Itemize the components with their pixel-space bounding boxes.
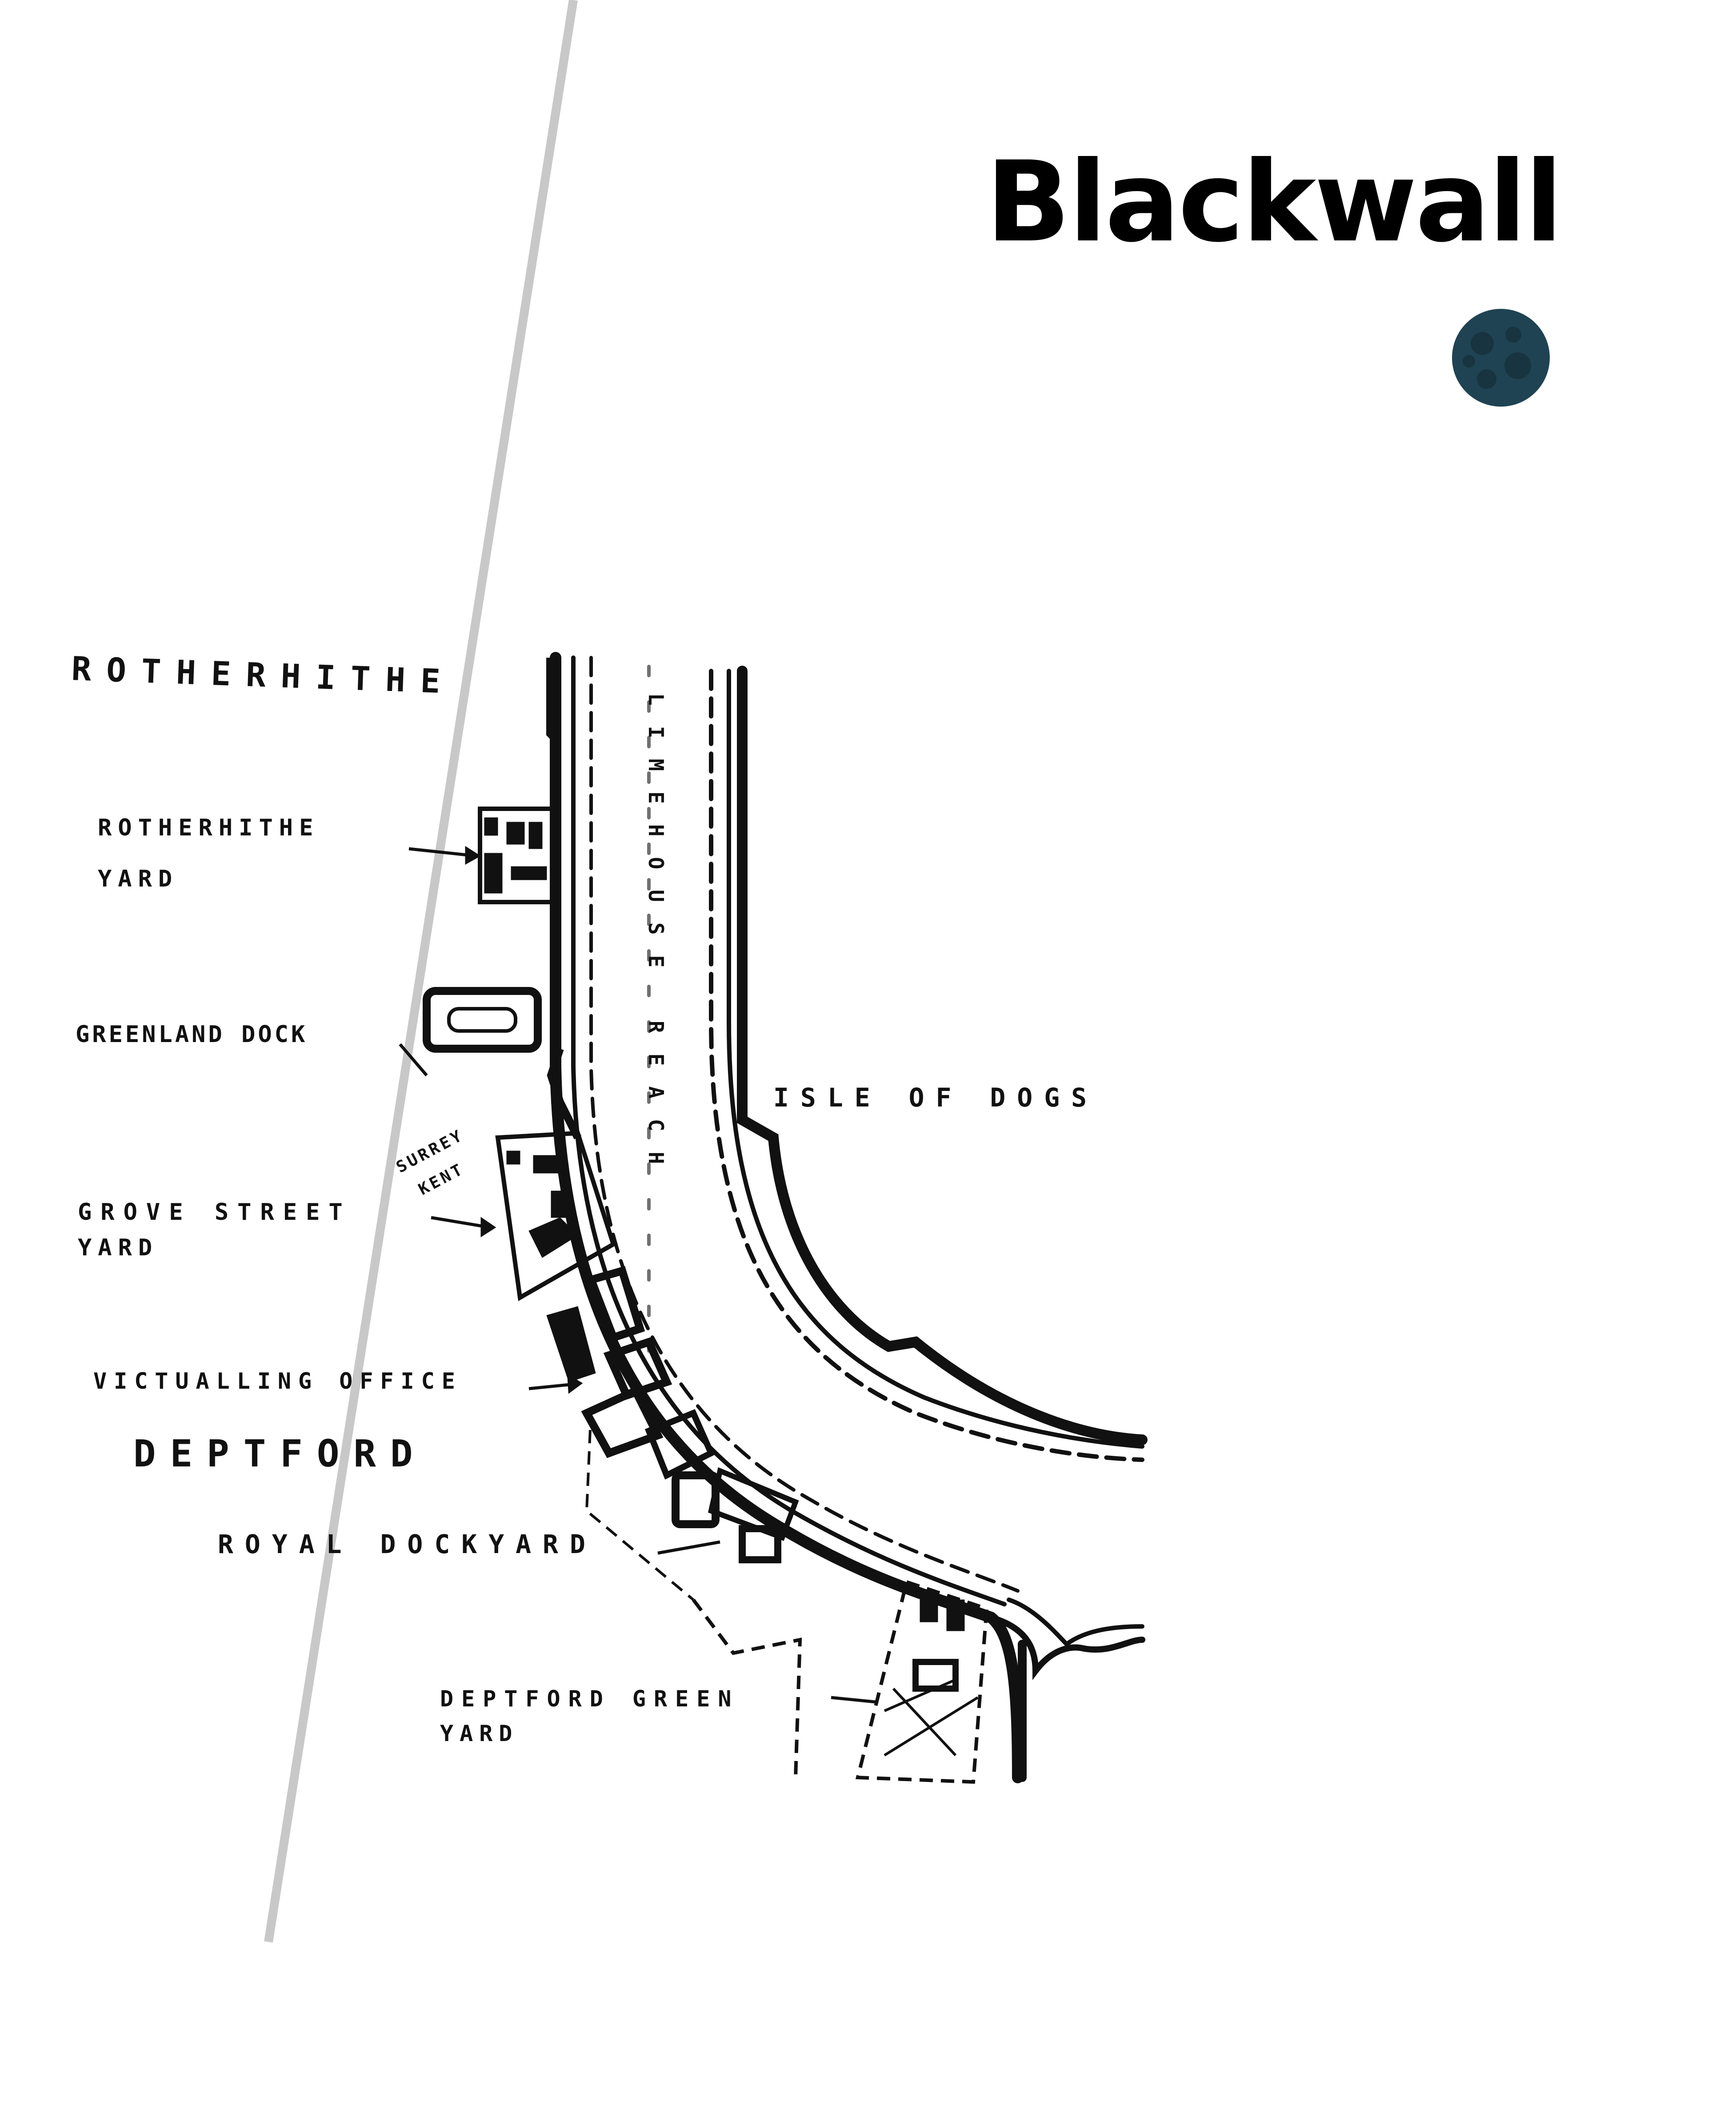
label-deptford: DEPTFORD (133, 1432, 427, 1475)
label-grove-street-yard-1: GROVE STREET (78, 1199, 352, 1226)
label-victualling-office: VICTUALLING OFFICE (93, 1368, 462, 1394)
dock-buildings (423, 658, 989, 1784)
moon-icon (1452, 309, 1550, 407)
slide-title: Blackwall (986, 137, 1563, 267)
river-thames (550, 652, 1148, 1783)
label-rotherhithe-yard-1: ROTHERHITHE (98, 815, 319, 841)
label-greenland-dock: GREENLAND DOCK (76, 1021, 308, 1048)
label-kent: KENT (416, 1160, 468, 1199)
label-royal-dockyard: ROYAL DOCKYARD (218, 1529, 597, 1559)
river-east-bank (709, 669, 1144, 1462)
label-isle-of-dogs: ISLE OF DOGS (773, 1082, 1098, 1113)
river-west-bank (550, 652, 1024, 1783)
label-grove-street-yard-2: YARD (78, 1234, 158, 1261)
label-rotherhithe: ROTHERHITHE (71, 650, 456, 701)
label-rotherhithe-yard-2: YARD (98, 866, 178, 892)
label-river: LIMEHOUSE REACH (644, 693, 668, 1184)
arrows (399, 846, 876, 1704)
label-deptford-green-yard-2: YARD (440, 1721, 518, 1746)
label-deptford-green-yard-1: DEPTFORD GREEN (440, 1686, 739, 1712)
